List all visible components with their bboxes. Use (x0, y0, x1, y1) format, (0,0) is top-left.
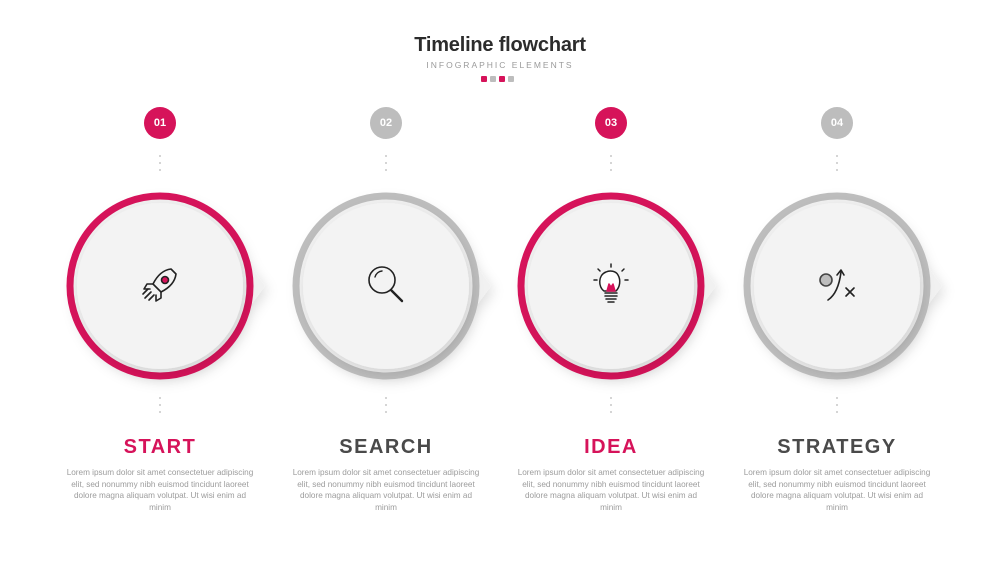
step-title: IDEA (584, 436, 638, 458)
indicator-dot (508, 76, 514, 82)
step-description: Lorem ipsum dolor sit amet consectetuer … (66, 468, 254, 512)
lightbulb-icon (586, 260, 636, 310)
connector-dots-top (610, 155, 612, 176)
timeline-step-1: 01 START Lorem ipsum dolor sit amet cons… (47, 0, 273, 572)
indicator-dot (499, 76, 505, 82)
step-circle (743, 192, 942, 380)
step-description: Lorem ipsum dolor sit amet consectetuer … (743, 468, 931, 512)
connector-dots-top (836, 155, 838, 176)
connector-dots-bottom (610, 397, 612, 418)
step-number-badge: 03 (595, 107, 627, 139)
page-title: Timeline flowchart (414, 34, 586, 56)
step-title: START (123, 436, 197, 458)
indicator-dot (481, 76, 487, 82)
connector-dots-top (385, 155, 387, 176)
connector-dots-bottom (159, 397, 161, 418)
page-subtitle: INFOGRAPHIC ELEMENTS (426, 60, 574, 70)
connector-dots-bottom (385, 397, 387, 418)
step-title: SEARCH (339, 436, 433, 458)
connector-dots-bottom (836, 397, 838, 418)
step-number-badge: 02 (370, 107, 402, 139)
timeline-step-3: 03 IDEA Lorem ipsum dolor sit amet conse… (498, 0, 724, 572)
progress-indicator (481, 76, 514, 82)
timeline-step-4: 04 STRATEGY Lorem ipsum dolor sit amet c… (724, 0, 950, 572)
step-description: Lorem ipsum dolor sit amet consectetuer … (292, 468, 480, 512)
connector-dots-top (159, 155, 161, 176)
magnifier-icon (361, 260, 411, 310)
timeline-step-2: 02 SEARCH Lorem ipsum dolor sit amet con… (273, 0, 499, 572)
step-circle (66, 192, 265, 380)
step-circle (292, 192, 491, 380)
rocket-icon (135, 260, 185, 310)
indicator-dot (490, 76, 496, 82)
step-title: STRATEGY (777, 436, 897, 458)
step-description: Lorem ipsum dolor sit amet consectetuer … (517, 468, 705, 512)
step-number-badge: 04 (821, 107, 853, 139)
step-number-badge: 01 (144, 107, 176, 139)
strategy-icon (812, 260, 862, 310)
